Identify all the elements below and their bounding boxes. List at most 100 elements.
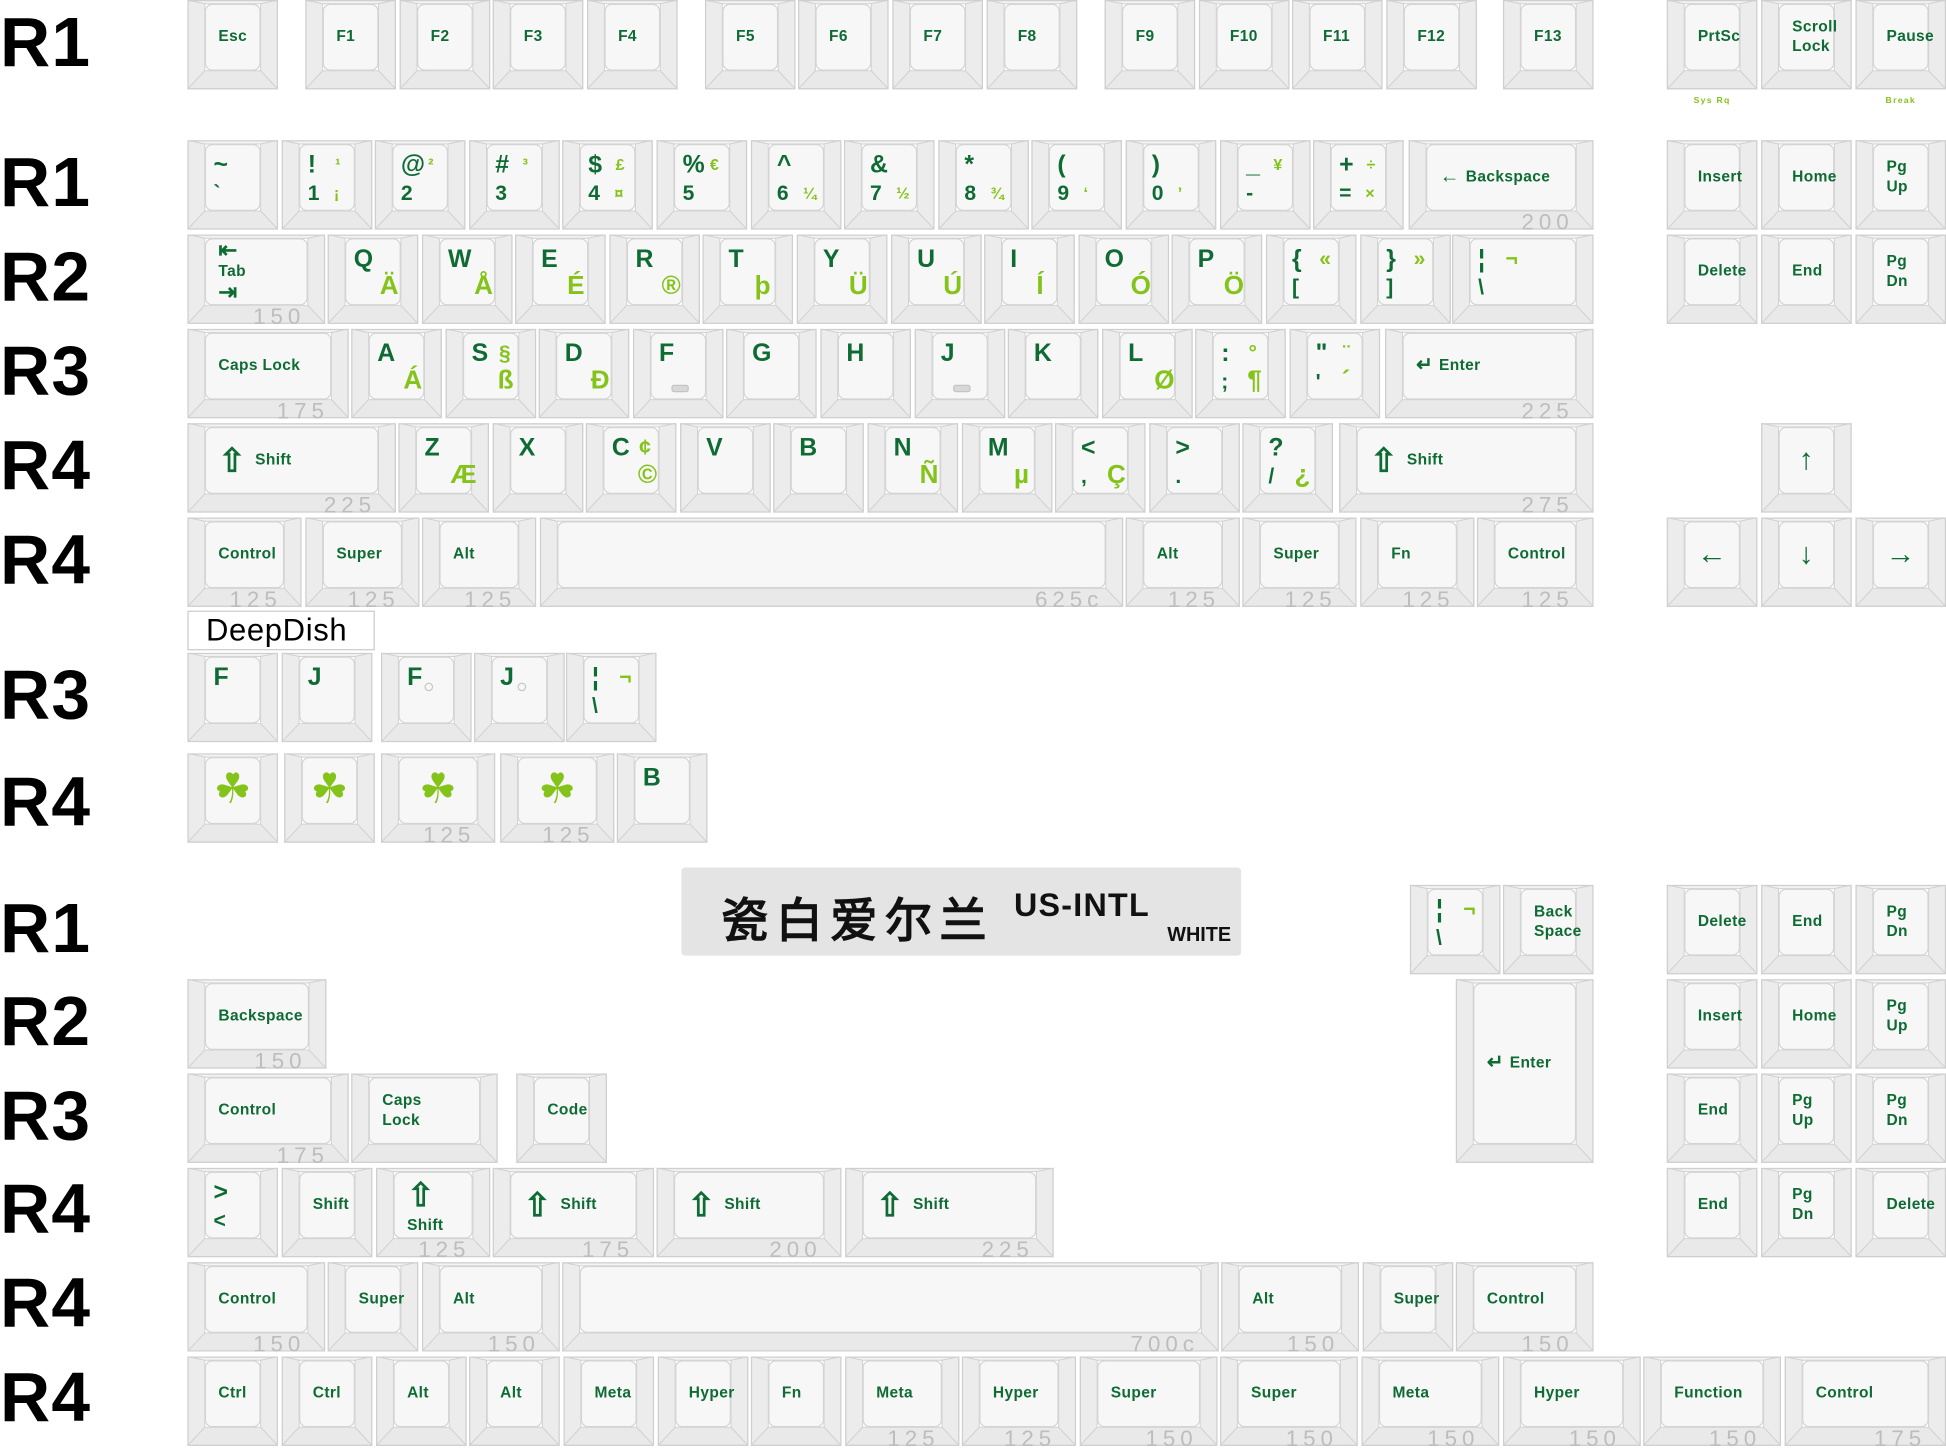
enter-arrow-icon: ↵ (1486, 1052, 1510, 1074)
keycap-top: Caps Lock (204, 332, 332, 400)
key-label-text: Enter (1509, 1053, 1552, 1072)
key-label: Meta (1393, 1384, 1430, 1404)
keycap-bevel (1220, 140, 1311, 230)
key-size-label: 125 (418, 1237, 471, 1263)
kit-title-banner: 瓷白爱尔兰 US-INTL WHITE (681, 867, 1242, 956)
key-label-text: Super (336, 545, 383, 563)
key-blank: +=÷× (1313, 140, 1404, 230)
key-label-text: Insert (1697, 167, 1743, 186)
keycap-bevel (843, 140, 935, 230)
key-label: Control (1816, 1384, 1874, 1404)
keycap-bevel (539, 517, 1124, 607)
key-esc: Esc (187, 0, 279, 90)
legend-br: © (637, 460, 658, 489)
legend-tl: # (495, 151, 510, 179)
keycap-top: Meta (580, 1360, 637, 1428)
key-label: → (1886, 536, 1916, 573)
keycap-top: J (299, 656, 355, 724)
legend-tl: { (1291, 245, 1302, 274)
key-pg-dn: Pg Dn (1855, 1073, 1946, 1163)
key-label: Fn (782, 1384, 802, 1404)
key-label-text: F11 (1323, 27, 1351, 45)
key-label: Scroll Lock (1792, 18, 1837, 57)
keycap-bevel (1385, 328, 1594, 419)
key-label-text: Esc (218, 27, 248, 45)
key-delete: Delete (1855, 1167, 1946, 1258)
key-label: F3 (524, 27, 543, 47)
key-label-text: Pg Dn (1886, 1091, 1908, 1129)
legend-tl: N (893, 434, 912, 462)
keycap-bevel (1666, 884, 1758, 975)
key-label: F8 (1018, 27, 1037, 47)
key-arrow-up: ↑ (1761, 423, 1852, 513)
keycap-top: Home (1778, 982, 1837, 1050)
keycap-bevel (914, 328, 1006, 419)
keycap-top: F11 (1309, 3, 1366, 71)
key-blank: )0’ (1125, 140, 1217, 230)
key-label: F1 (336, 27, 355, 47)
keycap-top: Hyper (1520, 1360, 1624, 1428)
key-size-label: 125 (1521, 587, 1574, 612)
keycap-bevel (445, 328, 537, 419)
keycap-top: Backspace (204, 982, 310, 1050)
key-f4: F4 (587, 0, 678, 90)
keycap-bevel (1666, 140, 1758, 230)
key-label: Home (1792, 1007, 1837, 1027)
keycap-top: ↵ Enter (1402, 332, 1577, 400)
keycap-top: Super (1237, 1360, 1341, 1428)
legend-bl: ; (1221, 369, 1229, 394)
key-blank: <,Ç (1054, 423, 1146, 513)
key-arrow-right: → (1855, 517, 1946, 607)
keycap-bevel (704, 0, 796, 90)
legend-tl: ! (307, 151, 317, 179)
legend-br: Å (474, 271, 493, 301)
key-blank: %5€ (656, 140, 748, 230)
key-label: Control (218, 1290, 276, 1310)
legend-tl: S (471, 340, 489, 368)
key-label: Hyper (689, 1384, 735, 1404)
key-label-text: Control (218, 1101, 277, 1119)
keycap-top: {[« (1283, 238, 1340, 306)
keycap-top: Alt (486, 1360, 543, 1428)
keycap-top: End (1778, 888, 1835, 956)
keycap-top: Insert (1684, 143, 1743, 211)
key-label: Alt (453, 1290, 475, 1310)
legend-bl: 2 (400, 181, 413, 205)
key-blank: $4£¤ (562, 140, 653, 230)
legend-bl: \ (1435, 925, 1442, 950)
keycap-bevel (1360, 517, 1475, 607)
keycap-top: Back Space (1520, 888, 1581, 956)
legend-bl: < (213, 1208, 226, 1233)
key-hyper: Hyper (657, 1356, 749, 1446)
legend-tl: ( (1057, 151, 1066, 179)
key-label-text: Alt (1252, 1289, 1275, 1308)
key-size-label: 150 (1285, 1426, 1338, 1451)
keycap-top: >. (1166, 426, 1223, 494)
keycap-top: Ctrl (299, 1360, 355, 1428)
key-label: End (1698, 1195, 1728, 1215)
keycap-top: Pg Up (1872, 143, 1929, 211)
key-label-text: Insert (1697, 1006, 1743, 1025)
keycap-bevel (1221, 1262, 1360, 1352)
key-g: G (726, 328, 817, 419)
row-label: R4 (0, 425, 92, 504)
keycap-top: ↑ (1778, 426, 1835, 494)
legend-tl: E (541, 245, 558, 274)
keycap-bevel (632, 328, 724, 419)
keycap-bevel (1455, 979, 1594, 1163)
keycap-top: <,Ç (1072, 426, 1129, 494)
legend-tl: U (917, 245, 936, 274)
keycap-top: Alt (1143, 521, 1223, 589)
key-size-label: 275 (1521, 492, 1574, 518)
legend-tl: F (659, 340, 675, 368)
key-label-text: F4 (618, 27, 637, 45)
key-label: Alt (407, 1384, 429, 1404)
